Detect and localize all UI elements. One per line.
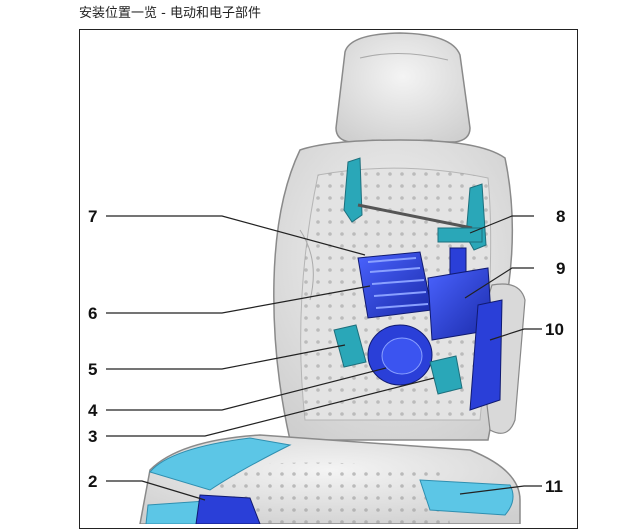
side-module [469,299,503,411]
seat-cushion [139,434,521,524]
small-actuator [333,324,463,395]
page-title: 安装位置一览 - 电动和电子部件 [79,6,261,21]
callout-label: 7 [88,207,97,226]
lumbar-adjuster [343,157,487,251]
callout-label: 8 [556,207,565,226]
callout-label: 5 [88,360,97,379]
seat-module [195,494,261,524]
callout-label: 10 [545,320,564,339]
control-module [357,251,433,319]
callout-label: 11 [545,477,563,496]
callout-label: 9 [556,259,565,278]
leader-lines [106,215,542,501]
callout-label: 6 [88,304,97,323]
callout-label: 4 [88,401,98,420]
massage-module [427,247,493,341]
callout-label: 3 [88,427,97,446]
callout-label: 2 [88,472,97,491]
blower-fan [367,324,433,386]
